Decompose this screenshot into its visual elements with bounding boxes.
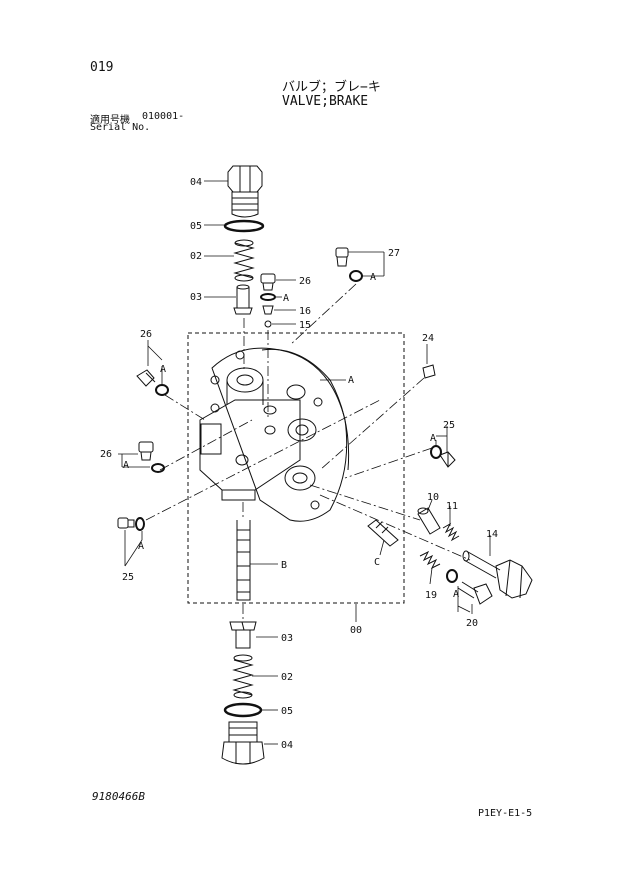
callout-05-top: 05 (190, 221, 202, 232)
oring-26-mid (151, 463, 165, 473)
spool-b (236, 520, 251, 601)
plug-25-right (439, 451, 456, 468)
callout-labels: 04 05 02 03 26 A 16 15 27 A A 26 A 26 A … (100, 177, 498, 751)
ref-a-27: A (370, 272, 376, 283)
callout-27: 27 (388, 248, 400, 259)
callout-26-mid: 26 (100, 449, 112, 460)
ball-15 (264, 320, 272, 328)
oring-25-right (430, 445, 442, 459)
title-english: VALVE;BRAKE (282, 94, 369, 109)
valve-body (199, 347, 350, 522)
ref-a-left: A (160, 364, 166, 375)
callout-20: 20 (466, 618, 478, 629)
spool-c (367, 519, 399, 547)
plug-26-top (260, 273, 276, 291)
plug-14 (462, 550, 533, 599)
serial-label-japanese: 適用号機 (90, 115, 130, 126)
callout-02-top: 02 (190, 251, 202, 262)
ref-b: B (281, 560, 287, 571)
oring-05-top (223, 219, 265, 233)
oring-26-top (260, 293, 276, 301)
callout-03-bottom: 03 (281, 633, 293, 644)
spring-02-top (233, 239, 255, 282)
leader-lines (118, 180, 491, 745)
oring-05-bottom (223, 702, 263, 718)
ref-a-25-left: A (138, 541, 144, 552)
oring-25-left (135, 517, 145, 531)
plug-24 (422, 364, 436, 379)
ref-a-mid: A (123, 460, 129, 471)
plug-26-mid (138, 441, 154, 461)
serial-value: 010001- (142, 111, 185, 122)
callout-26-top: 26 (299, 276, 311, 287)
title-japanese: バルブ；ブレ−キ (282, 80, 381, 95)
plug-27 (335, 247, 349, 267)
bolt-20 (457, 581, 493, 605)
assembly-boundary (187, 332, 405, 604)
document-number: 9180466B (92, 790, 145, 803)
page-number: 019 (90, 60, 114, 75)
callout-10: 10 (427, 492, 439, 503)
page-reference: P1EY-E1-5 (478, 808, 533, 819)
spring-11 (442, 522, 460, 542)
oring-26-left (155, 384, 169, 396)
plug-04-bottom (221, 721, 265, 765)
oring-27 (349, 270, 363, 282)
plug-04-top (227, 165, 263, 218)
plug-25-left (117, 517, 135, 529)
ref-a-body: A (348, 375, 354, 386)
oring-20 (446, 569, 458, 583)
piston-03-bottom (229, 621, 257, 649)
serial-label-english: Serial No. (90, 122, 151, 133)
callout-04-bottom: 04 (281, 740, 293, 751)
callout-16: 16 (299, 306, 311, 317)
piston-03-top (233, 284, 253, 315)
callout-25-right: 25 (443, 420, 455, 431)
callout-15: 15 (299, 320, 311, 331)
ref-a-top: A (283, 293, 289, 304)
ref-a-25-right: A (430, 433, 436, 444)
callout-05-bottom: 05 (281, 706, 293, 717)
callout-24: 24 (422, 333, 434, 344)
callout-03-top: 03 (190, 292, 202, 303)
callout-19: 19 (425, 590, 437, 601)
callout-00: 00 (350, 625, 362, 636)
callout-14: 14 (486, 529, 498, 540)
plug-16 (262, 305, 274, 315)
callout-25-left: 25 (122, 572, 134, 583)
centerlines (145, 283, 471, 620)
callout-04-top: 04 (190, 177, 202, 188)
callout-26-left: 26 (140, 329, 152, 340)
ref-c: C (374, 557, 380, 568)
spring-19 (419, 550, 441, 570)
callout-11: 11 (446, 501, 458, 512)
plug-26-left (136, 369, 156, 387)
ref-a-20: A (453, 589, 459, 600)
callout-02-bottom: 02 (281, 672, 293, 683)
spring-02-bottom (232, 654, 254, 699)
sleeve-10 (417, 507, 441, 535)
